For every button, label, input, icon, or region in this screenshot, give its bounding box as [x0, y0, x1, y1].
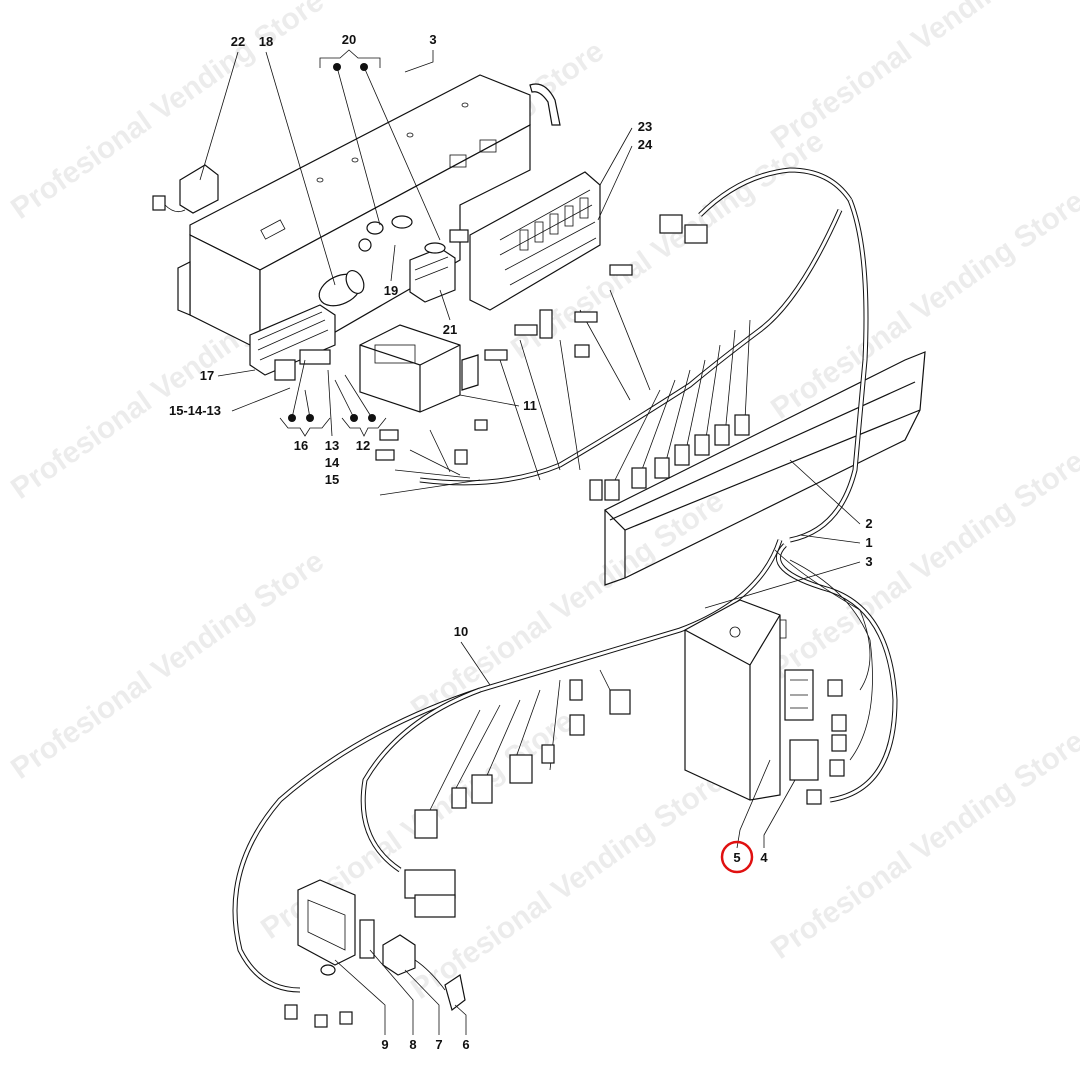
- label-part-3-top: 3: [429, 32, 436, 47]
- label-part-17: 17: [200, 368, 214, 383]
- label-part-22: 22: [231, 34, 245, 49]
- label-part-6: 6: [462, 1037, 469, 1052]
- part-18-capacitor: [318, 270, 365, 307]
- label-part-9: 9: [381, 1037, 388, 1052]
- watermark: Profesional Vending Store: [765, 185, 1080, 426]
- part-22-component: [152, 164, 219, 214]
- label-part-10: 10: [454, 624, 468, 639]
- label-part-21: 21: [443, 322, 457, 337]
- highlight-circle: [720, 840, 754, 874]
- watermark: Profesional Vending Store: [405, 485, 730, 726]
- label-part-18: 18: [259, 34, 273, 49]
- label-part-14: 14: [325, 455, 340, 470]
- label-part-7: 7: [435, 1037, 442, 1052]
- label-part-19: 19: [384, 283, 398, 298]
- label-part-5: 5: [733, 850, 740, 865]
- leader-lines: [199, 49, 861, 1035]
- part-2-cable-channel: [603, 351, 926, 586]
- wiring-harness: [232, 167, 898, 993]
- watermark: Profesional Vending Store: [5, 545, 330, 786]
- label-part-3-right: 3: [865, 554, 872, 569]
- label-part-24: 24: [638, 137, 653, 152]
- part-23-24-circuit-board: [449, 83, 601, 311]
- part-11-transformer: [359, 324, 479, 413]
- part-labels: 22 18 20 3 23 24 17 15-14-13 16 13 14 15…: [169, 32, 873, 1052]
- label-part-12: 12: [356, 438, 370, 453]
- part-8-7-6-components: [359, 919, 466, 1012]
- label-part-4: 4: [760, 850, 768, 865]
- label-part-15-14-13: 15-14-13: [169, 403, 221, 418]
- label-part-23: 23: [638, 119, 652, 134]
- label-part-13: 13: [325, 438, 339, 453]
- label-part-2: 2: [865, 516, 872, 531]
- watermark-layer: Profesional Vending Store Profesional Ve…: [5, 0, 1080, 1006]
- label-part-11: 11: [523, 398, 537, 413]
- part-19-21-fuse-holder: [358, 215, 456, 303]
- part-9-bracket: [297, 879, 356, 976]
- part-5-relay-box: [684, 599, 847, 805]
- harness-connectors: [284, 214, 750, 1028]
- part-17-terminal-strip: [249, 304, 336, 381]
- control-box-housing: [177, 74, 531, 351]
- label-part-1: 1: [865, 535, 872, 550]
- label-part-20: 20: [342, 32, 356, 47]
- label-part-16: 16: [294, 438, 308, 453]
- label-part-8: 8: [409, 1037, 416, 1052]
- label-part-15: 15: [325, 472, 339, 487]
